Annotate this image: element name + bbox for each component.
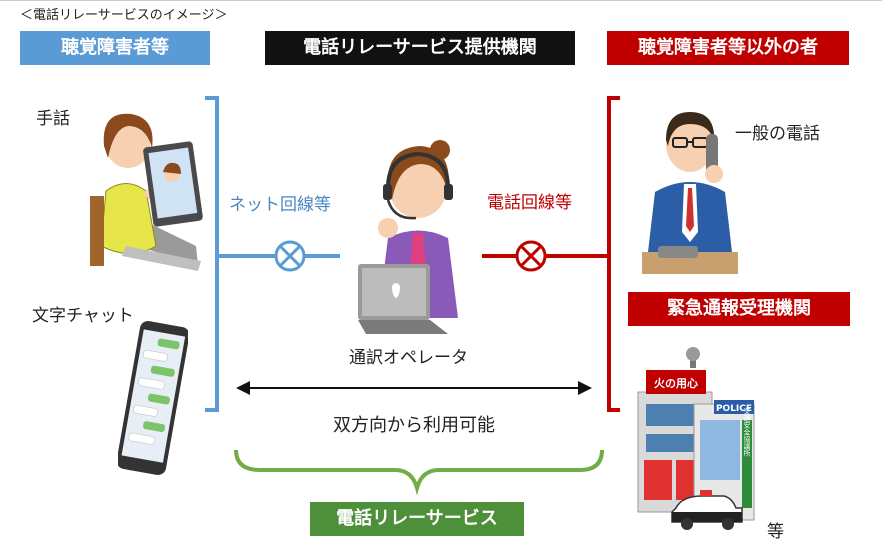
right-bracket [607, 96, 620, 412]
police-sign-text: POLICE [716, 404, 752, 414]
left-bracket [205, 96, 219, 412]
vertical-sign-text: 交通安全協議所 [743, 407, 751, 458]
label-general-phone: 一般の電話 [735, 124, 820, 144]
header-relay-service: 電話リレーサービス [310, 502, 524, 536]
label-sign-language: 手話 [36, 109, 70, 129]
phone-line-switch-icon [515, 240, 547, 272]
header-relay-provider: 電話リレーサービス提供機関 [265, 31, 575, 65]
general-phone-user-illustration [642, 112, 738, 274]
green-brace [234, 449, 604, 496]
label-bidirectional: 双方向から利用可能 [333, 415, 495, 436]
header-emergency-agency: 緊急通報受理機関 [628, 292, 850, 326]
label-phone-line: 電話回線等 [487, 193, 572, 213]
label-operator: 通訳オペレータ [349, 348, 468, 368]
label-etc: 等 [767, 522, 784, 542]
emergency-building-illustration: 火の用心 POLICE 交通安全協議所 [637, 347, 755, 530]
label-text-chat: 文字チャット [32, 306, 134, 326]
sign-language-user-illustration [90, 113, 203, 271]
text-chat-phone-illustration [118, 321, 188, 475]
operator-illustration [358, 140, 458, 334]
top-border [0, 0, 882, 1]
diagram-caption: ＜電話リレーサービスのイメージ＞ [20, 8, 228, 23]
header-hearing-impaired: 聴覚障害者等 [20, 31, 210, 65]
header-non-impaired: 聴覚障害者等以外の者 [607, 31, 849, 65]
double-arrow-icon [236, 381, 592, 395]
label-net-line: ネット回線等 [229, 195, 331, 215]
net-line-switch-icon [274, 240, 306, 272]
fire-sign-text: 火の用心 [654, 377, 698, 390]
